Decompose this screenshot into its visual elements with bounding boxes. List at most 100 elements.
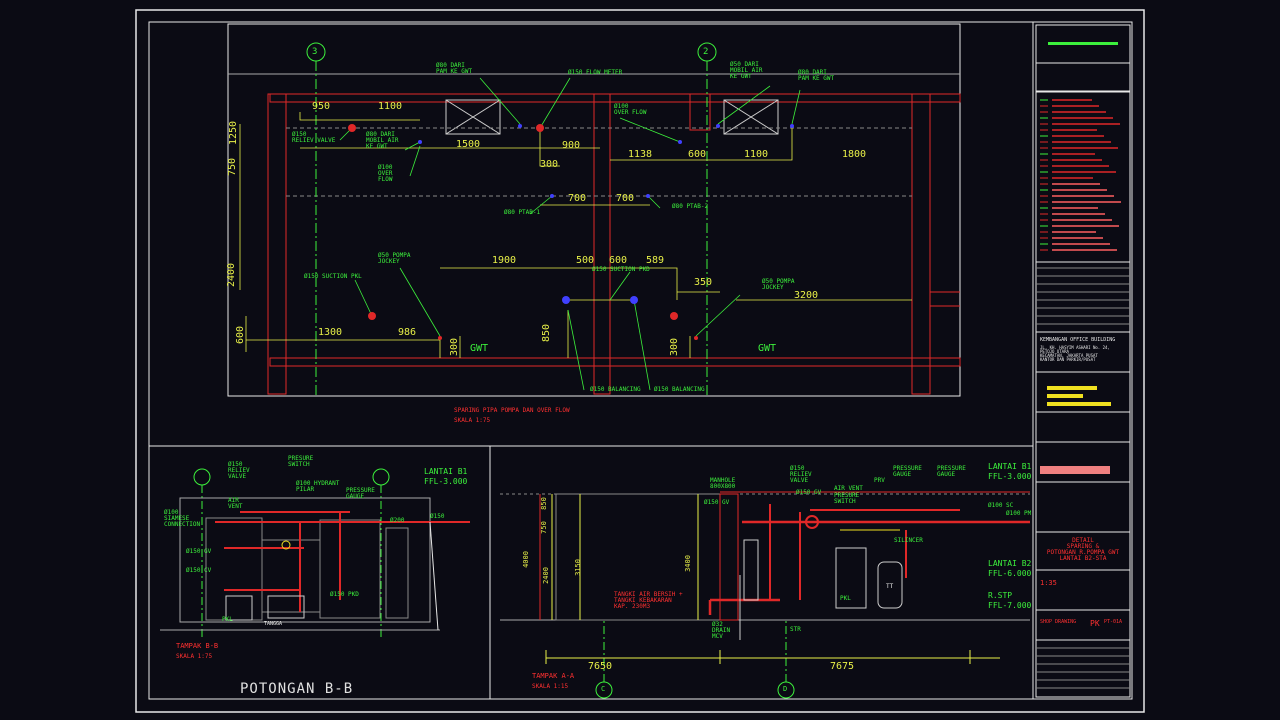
seca-str: STR xyxy=(790,626,801,633)
secb-scale: SKALA 1:75 xyxy=(176,653,213,660)
seca-tank: TANGKI AIR BERSIH + TANGKI KEBAKARAN KAP… xyxy=(614,591,683,610)
seca-prv: PRV xyxy=(874,477,885,484)
dim-900: 900 xyxy=(562,140,581,151)
grid-label-2: 2 xyxy=(703,47,709,57)
logo-bar xyxy=(1048,42,1118,45)
label-balancing-2: ø150 BALANCING xyxy=(654,386,705,393)
seca-gauge-1: PRESSURE GAUGE xyxy=(893,465,922,478)
secb-p150: ø150 xyxy=(430,513,445,520)
seca-manhole: MANHOLE 800x800 xyxy=(710,477,736,490)
secb-title: POTONGAN B-B xyxy=(240,681,354,697)
secb-siamese: ø100 SIAMESE CONNECTION xyxy=(164,509,201,528)
left-wall xyxy=(267,93,287,395)
label-p50-mobil: ø50 DARI MOBIL AIR KE GWT xyxy=(730,61,763,80)
seca-scale: SKALA 1:15 xyxy=(532,683,569,690)
label-pompa-jockey: ø50 POMPA JOCKEY xyxy=(378,252,411,265)
label-p80-pam: ø80 DARI PAM KE GWT xyxy=(436,62,473,75)
seca-caption: TAMPAK A-A xyxy=(532,672,575,680)
dim-700a: 700 xyxy=(568,193,587,204)
seca-ffl-stp: FFL-7.000 xyxy=(988,601,1032,610)
seca-dim-7650: 7650 xyxy=(588,661,613,672)
secb-pkl: PKL xyxy=(222,616,233,623)
label-suction-pkd: ø150 SUCTION PKD xyxy=(592,266,650,273)
tb-sheet: PT-01A xyxy=(1104,619,1123,625)
dim-1138: 1138 xyxy=(628,149,653,160)
dim-500: 500 xyxy=(576,255,595,266)
secb-tangga: TANGGA xyxy=(264,621,283,627)
seca-grid-d: D xyxy=(783,685,788,693)
dim-300b: 300 xyxy=(449,337,461,357)
dim-300: 300 xyxy=(540,159,559,170)
seca-ffl-b2: FFL-6.000 xyxy=(988,569,1032,578)
seca-level-b2: LANTAI B2 xyxy=(988,559,1032,568)
top-slab xyxy=(269,93,961,103)
dim-600v: 600 xyxy=(235,325,247,345)
plan-caption: SPARING PIPA POMPA DAN OVER FLOW xyxy=(454,407,570,414)
dim-850: 850 xyxy=(541,323,553,343)
seca-gv-2: ø150 GV xyxy=(796,489,822,496)
dim-600: 600 xyxy=(688,149,707,160)
dim-950: 950 xyxy=(312,101,331,112)
seca-air-vent: AIR VENT xyxy=(834,485,863,492)
label-balancing-1: ø150 BALANCING xyxy=(590,386,641,393)
dim-3200: 3200 xyxy=(794,290,819,301)
secb-ffl: FFL-3.000 xyxy=(424,477,468,486)
label-p80-mobil: ø80 DARI MOBIL AIR KE GWT xyxy=(366,131,399,150)
seca-dim-2400: 2400 xyxy=(541,567,550,584)
seca-pkl: PKL xyxy=(840,595,851,602)
plan-frame xyxy=(227,23,961,397)
label-overflow: ø100 OVER FLOW xyxy=(614,103,647,116)
secb-hydrant: ø100 HYDRANT PILAR xyxy=(296,480,340,493)
label-gwt-left: GWT xyxy=(470,343,489,354)
seca-sc: ø100 SC xyxy=(988,502,1014,509)
seca-pm: ø100 PM xyxy=(1006,510,1032,517)
secb-cv: ø150 CV xyxy=(186,567,212,574)
secb-p200: ø200 xyxy=(390,517,405,524)
secb-gv: ø150 GV xyxy=(186,548,212,555)
label-ptab2: ø80 PTAB-2 xyxy=(672,203,709,210)
seca-dim-4000: 4000 xyxy=(521,551,530,568)
secb-relief: ø150 RELIEV VALVE xyxy=(228,461,250,480)
pipe-markers xyxy=(348,124,794,340)
seca-silincer: SILINCER xyxy=(894,537,923,544)
seca-dim-750: 750 xyxy=(539,521,548,534)
inner-border xyxy=(148,21,1133,700)
secb-caption: TAMPAK B-B xyxy=(176,642,219,650)
seca-gv: ø150 GV xyxy=(704,499,730,506)
section-a-a xyxy=(500,491,1030,699)
dim-600b: 600 xyxy=(609,255,628,266)
legend-entries xyxy=(1040,99,1121,251)
seca-dim-3150: 3150 xyxy=(573,559,582,576)
right-wall xyxy=(911,93,931,395)
secb-gauge: PRESSURE GAUGE xyxy=(346,487,375,500)
seca-drain: ø32 DRAIN MCV xyxy=(712,621,731,640)
section-b-b xyxy=(160,468,470,640)
secb-pkd: ø150 PKD xyxy=(330,591,359,598)
secb-air-vent: AIR VENT xyxy=(228,497,243,510)
dim-1800: 1800 xyxy=(842,149,867,160)
mid-wall xyxy=(593,93,611,395)
dim-1300: 1300 xyxy=(318,327,343,338)
secb-level: LANTAI B1 xyxy=(424,467,468,476)
seca-dim-7675: 7675 xyxy=(830,661,855,672)
tb-drawing-title: DETAIL SPARING & POTONGAN R.POMPA GWT LA… xyxy=(1046,537,1120,562)
dim-700b: 700 xyxy=(616,193,635,204)
dim-986: 986 xyxy=(398,327,417,338)
seca-grid-c: C xyxy=(601,685,606,693)
tb-code: PK xyxy=(1090,619,1100,628)
label-ptab1: ø80 PTAB-1 xyxy=(504,209,541,216)
label-flow-meter: ø150 FLOW METER xyxy=(568,69,623,76)
seca-gauge-2: PRESSURE GAUGE xyxy=(937,465,966,478)
dim-1250: 1250 xyxy=(228,120,240,146)
seca-level-b1: LANTAI B1 xyxy=(988,462,1032,471)
dim-1900: 1900 xyxy=(492,255,517,266)
label-gwt-right: GWT xyxy=(758,343,777,354)
label-pompa-jockey-2: ø50 POMPA JOCKEY xyxy=(762,278,795,291)
grid-label-3: 3 xyxy=(312,47,318,57)
dim-750: 750 xyxy=(227,157,239,177)
dim-2400: 2400 xyxy=(226,262,238,288)
dim-350: 350 xyxy=(694,277,713,288)
seca-level-stp: R.STP xyxy=(988,591,1013,600)
sheet-border xyxy=(135,9,1145,713)
